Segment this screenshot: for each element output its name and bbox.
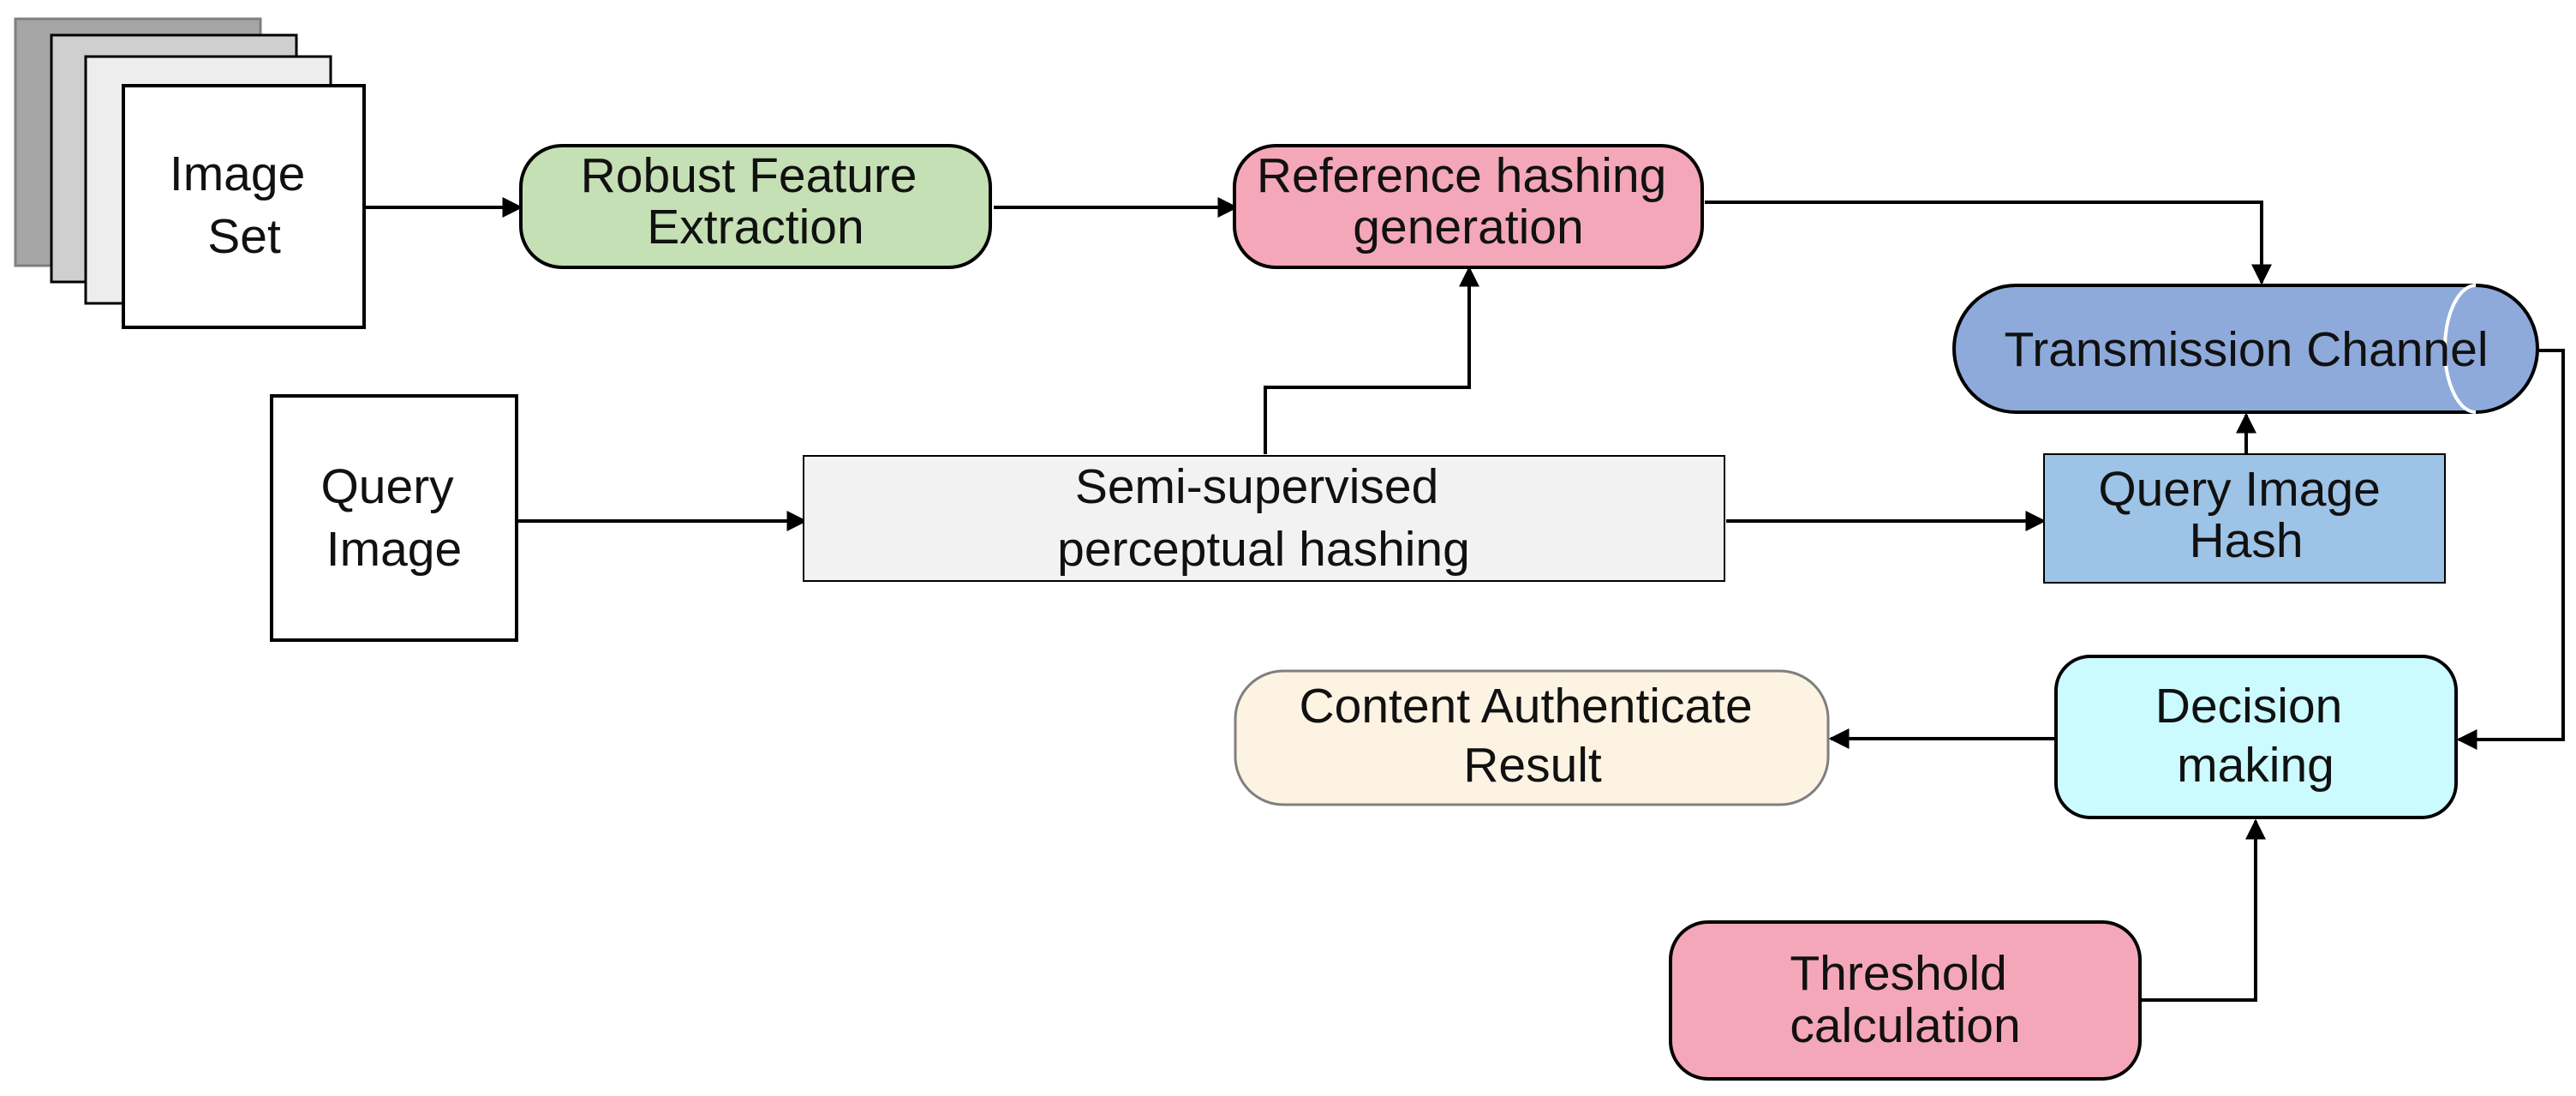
edge-threshold-to-decision [2142, 818, 2266, 1002]
result-label: Content Authenticate Result [1299, 679, 1766, 793]
edge-reference-to-channel [1705, 201, 2272, 285]
query-hash-node: Query Image Hash [2043, 453, 2446, 584]
threshold-box [1669, 920, 2142, 1081]
decision-box [2054, 655, 2458, 819]
result-box [1234, 669, 1830, 806]
query-image-box [270, 394, 518, 642]
edges [364, 197, 2565, 1002]
image-set-box [122, 84, 366, 329]
image-set-stack: Image Set [14, 17, 366, 329]
feature-extraction-box [519, 144, 992, 269]
threshold-node: Threshold calculation [1669, 920, 2142, 1081]
result-node: Content Authenticate Result [1234, 669, 1830, 806]
edge-semisupervised-to-reference [1264, 266, 1479, 454]
reference-hashing-label: Reference hashing generation [1257, 148, 1680, 255]
edge-channel-to-decision [2456, 349, 2565, 750]
decision-node: Decision making [2054, 655, 2458, 819]
feature-extraction-node: Robust Feature Extraction [519, 144, 992, 269]
reference-hashing-box [1233, 144, 1704, 269]
transmission-channel-label: Transmission Channel [2005, 322, 2489, 377]
reference-hashing-node: Reference hashing generation [1233, 144, 1704, 269]
query-hash-label: Query Image Hash [2098, 462, 2394, 568]
query-image-label: Query Image [320, 459, 467, 577]
query-hash-box [2043, 453, 2446, 584]
transmission-channel-node: Transmission Channel [1952, 284, 2539, 414]
feature-extraction-label: Robust Feature Extraction [581, 148, 931, 255]
image-set-label: Image Set [170, 147, 319, 264]
semi-supervised-label: Semi-supervised perceptual hashing [1057, 459, 1470, 577]
threshold-label: Threshold calculation [1790, 946, 2020, 1053]
query-image-node: Query Image [270, 394, 518, 642]
decision-label: Decision making [2155, 679, 2356, 793]
semi-supervised-box [803, 455, 1725, 582]
semi-supervised-node: Semi-supervised perceptual hashing [803, 455, 1725, 582]
transmission-channel-cylinder-end [2443, 284, 2477, 414]
